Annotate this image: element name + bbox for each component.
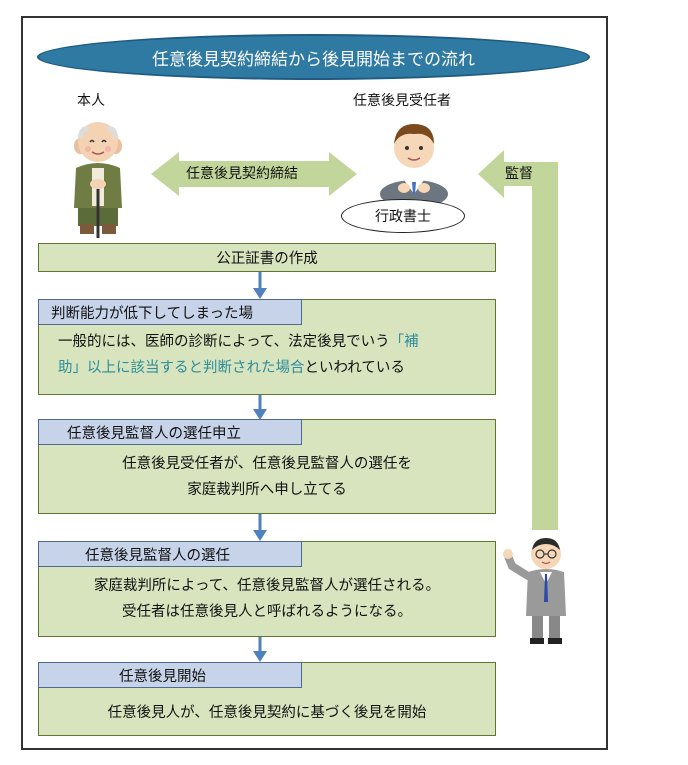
agent-label: 任意後見受任者 — [353, 93, 451, 109]
elderly-person-icon — [74, 122, 122, 238]
diagram-frame — [21, 16, 608, 750]
appointment-body-line2: 受任者は任意後見人と呼ばれるようになる。 — [122, 604, 412, 620]
step-capacity-decline-body: 一般的には、医師の診断によって、法定後見でいう「補 助」以上に該当すると判断され… — [50, 329, 494, 381]
diagram-title: 任意後見契約締結から後見開始までの流れ — [37, 34, 590, 80]
step-notarial-deed: 公正証書の作成 — [38, 243, 496, 272]
flow-arrow-2 — [253, 395, 267, 420]
step-appointment-body: 家庭裁判所によって、任意後見監督人が選任される。 受任者は任意後見人と呼ばれるよ… — [38, 573, 496, 625]
capacity-body-highlight-2: 助」以上に該当すると判断された場合 — [58, 360, 305, 376]
agent-person-icon — [380, 124, 448, 204]
appointment-body-line1: 家庭裁判所によって、任意後見監督人が選任される。 — [93, 578, 441, 594]
petition-body-line2: 家庭裁判所へ申し立てる — [187, 482, 347, 498]
step-petition-header: 任意後見監督人の選任申立 — [38, 419, 302, 445]
petition-body-line1: 任意後見受任者が、任意後見監督人の選任を — [122, 456, 412, 472]
agent-role-badge: 行政書士 — [341, 199, 465, 233]
step-guardianship-start-header: 任意後見開始 — [38, 662, 302, 688]
supervisor-person-icon — [503, 538, 566, 644]
flow-arrow-1 — [253, 272, 267, 299]
capacity-body-part2: といわれている — [304, 360, 405, 376]
supervision-arrow — [478, 150, 558, 530]
step-guardianship-start-body: 任意後見人が、任意後見契約に基づく後見を開始 — [38, 700, 496, 726]
capacity-body-highlight-1: 「補 — [389, 334, 419, 350]
flow-arrow-4 — [253, 637, 267, 662]
contract-arrow-label: 任意後見契約締結 — [186, 166, 298, 182]
step-capacity-decline-header: 判断能力が低下してしまった場 — [38, 299, 302, 325]
contract-double-arrow — [151, 152, 357, 196]
step-appointment-header: 任意後見監督人の選任 — [38, 541, 302, 567]
guardianship-body-line1: 任意後見人が、任意後見契約に基づく後見を開始 — [107, 705, 427, 721]
capacity-body-part1: 一般的には、医師の診断によって、法定後見でいう — [58, 334, 390, 350]
step-petition-body: 任意後見受任者が、任意後見監督人の選任を 家庭裁判所へ申し立てる — [38, 451, 496, 503]
flow-arrow-3 — [253, 514, 267, 541]
supervision-label: 監督 — [505, 166, 533, 182]
person-label: 本人 — [77, 93, 105, 109]
